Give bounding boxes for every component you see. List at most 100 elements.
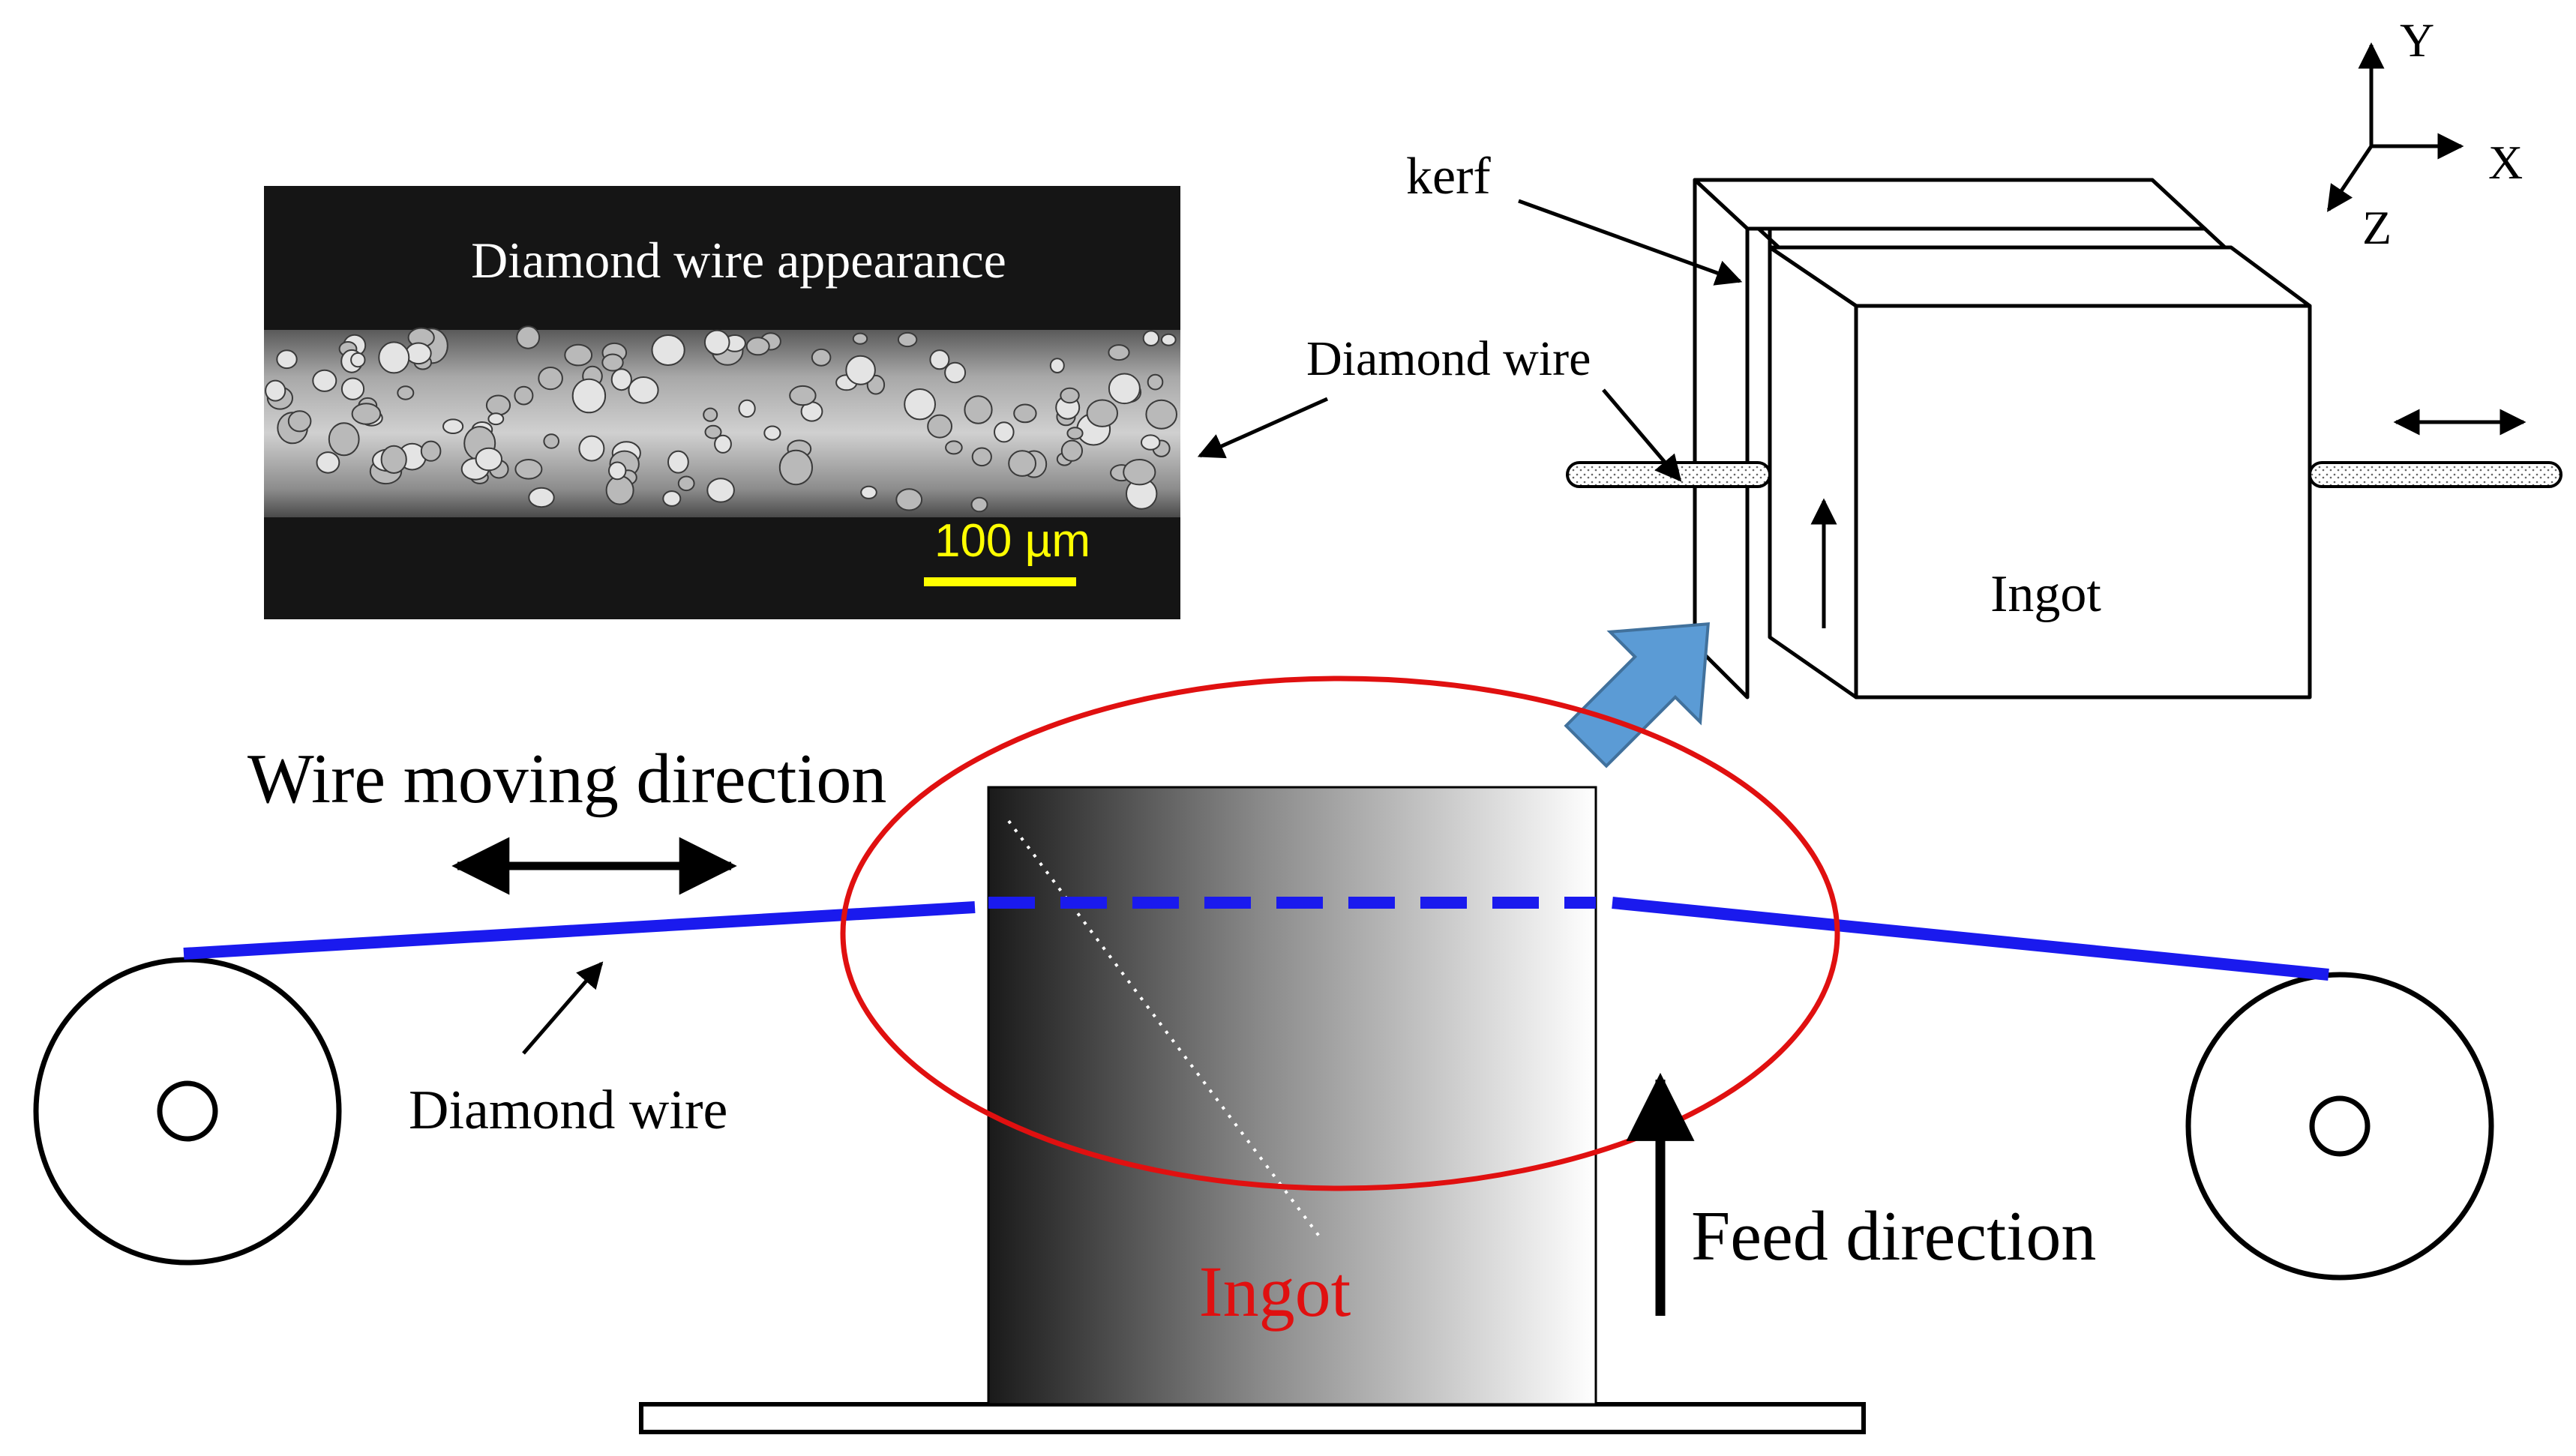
diamond-grain <box>1049 358 1065 374</box>
diamond-grain <box>578 435 605 462</box>
main-diamond-wire-label: Diamond wire <box>409 1080 727 1141</box>
scale-bar-label: 100 µm <box>934 515 1090 567</box>
diamond-grain <box>571 378 607 414</box>
diamond-grains <box>265 325 1177 513</box>
diamond-grain <box>897 331 918 348</box>
diamond-grain <box>706 478 735 503</box>
diamond-grain <box>528 487 555 508</box>
diamond-grain <box>929 349 950 370</box>
diamond-grain <box>442 418 464 435</box>
kerf-label: kerf <box>1406 148 1491 205</box>
main-ingot <box>987 786 1597 1406</box>
pointer-to-micrograph <box>1197 397 1329 459</box>
diamond-grain <box>1108 344 1130 361</box>
diamond-grain <box>610 368 632 391</box>
diamond-grain <box>994 421 1015 443</box>
diamond-grain <box>852 332 868 345</box>
diamond-grain <box>1123 459 1156 486</box>
diamond-grain <box>328 422 360 457</box>
diamond-grain <box>845 355 876 385</box>
diamond-grain <box>312 369 337 392</box>
main-wire-pointer <box>522 961 604 1055</box>
diamond-grain <box>380 445 407 475</box>
cutting-zone-highlight <box>840 676 1840 1191</box>
micrograph-panel: Diamond wire appearance 100 µm <box>264 186 1180 619</box>
diamond-grain <box>514 385 534 406</box>
diamond-grain <box>475 447 502 472</box>
inset-ingot-3d <box>1693 178 2312 700</box>
diamond-grain <box>516 325 541 349</box>
diamond-grain <box>608 461 627 481</box>
diamond-grain <box>811 348 832 367</box>
axis-y-label: Y <box>2400 13 2434 67</box>
diamond-grain <box>763 425 781 441</box>
feed-direction-label: Feed direction <box>1691 1197 2096 1275</box>
diamond-grain <box>895 488 923 511</box>
diamond-grain <box>487 412 505 426</box>
diamond-grain <box>276 349 298 370</box>
diamond-grain <box>651 334 685 366</box>
diamond-grain <box>1008 450 1036 477</box>
diamond-grain <box>420 440 442 462</box>
diamond-grain <box>350 352 366 368</box>
diamond-grain <box>677 475 695 492</box>
wire-left-segment <box>183 901 976 960</box>
zoom-pointer-arrow <box>1564 622 1710 768</box>
diamond-grain <box>605 475 634 505</box>
axis-triad: Y X Z <box>2326 13 2523 254</box>
diamond-grain <box>514 459 543 480</box>
diamond-grain <box>397 385 415 400</box>
main-ingot-label: Ingot <box>1199 1251 1351 1332</box>
diamond-grain <box>265 379 286 402</box>
diamond-grain <box>667 450 689 474</box>
kerf-pointer <box>1518 199 1743 286</box>
wire-moving-direction-label: Wire moving direction <box>247 740 886 818</box>
diamond-grain <box>543 433 560 449</box>
diamond-grain <box>1086 399 1119 427</box>
right-pulley <box>2185 972 2494 1281</box>
diamond-grain <box>287 410 312 433</box>
diamond-grain <box>662 490 682 507</box>
inset-ingot-label: Ingot <box>1990 565 2101 623</box>
axis-z-label: Z <box>2362 201 2392 254</box>
diamond-grain <box>340 377 365 400</box>
diamond-grain <box>1147 373 1164 391</box>
inset-wire-right <box>2308 461 2563 488</box>
diamond-grain <box>405 342 432 365</box>
axis-x-label: X <box>2488 136 2523 189</box>
micrograph-title: Diamond wire appearance <box>471 232 1006 289</box>
diamond-grain <box>971 447 992 467</box>
diamond-grain <box>1145 399 1177 430</box>
diamond-grain <box>1060 439 1084 462</box>
diamond-grain <box>778 449 814 486</box>
diamond-grain <box>1161 333 1177 346</box>
inset-wire-pointer <box>1602 388 1682 482</box>
diamond-grain <box>789 385 817 406</box>
diamond-grain <box>316 451 340 474</box>
diamond-grain <box>538 367 563 391</box>
left-pulley <box>33 957 342 1266</box>
wire-right-segment <box>1612 897 2329 981</box>
scale-bar <box>924 577 1076 586</box>
diamond-grain <box>964 395 993 424</box>
diamond-grain <box>945 440 963 455</box>
diamond-grain <box>378 341 410 374</box>
diamond-grain <box>714 434 732 454</box>
diamond-grain <box>564 343 593 367</box>
diamond-grain <box>1013 403 1037 424</box>
diamond-grain <box>703 329 730 355</box>
diamond-grain <box>1142 330 1160 347</box>
diamond-grain <box>351 403 382 425</box>
diamond-grain <box>704 424 722 439</box>
diamond-grain <box>601 353 624 372</box>
diamond-grain <box>628 376 659 404</box>
inset-diamond-wire-label: Diamond wire <box>1306 331 1591 386</box>
diamond-grain <box>1060 387 1080 404</box>
diamond-grain <box>904 388 936 421</box>
diamond-grain <box>970 496 988 513</box>
diamond-grain <box>485 394 511 416</box>
diamond-grain <box>703 407 718 422</box>
diamond-grain <box>1066 427 1084 440</box>
diamond-grain <box>738 399 756 418</box>
